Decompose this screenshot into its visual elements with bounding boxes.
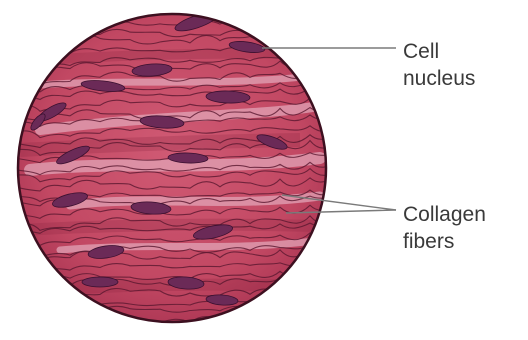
cell-nucleus [82,277,118,287]
collagen-fibers-label-line-1: Collagen [403,201,486,228]
tissue-section [10,6,370,335]
collagen-fiber-line [10,323,370,335]
cell-nucleus-label-line-1: Cell [403,38,475,65]
cell-nucleus-label-line-2: nucleus [403,65,475,92]
cell-nucleus-label: Cell nucleus [403,38,475,92]
collagen-fibers-label: Collagen fibers [403,201,486,255]
collagen-fibers-label-line-2: fibers [403,228,486,255]
